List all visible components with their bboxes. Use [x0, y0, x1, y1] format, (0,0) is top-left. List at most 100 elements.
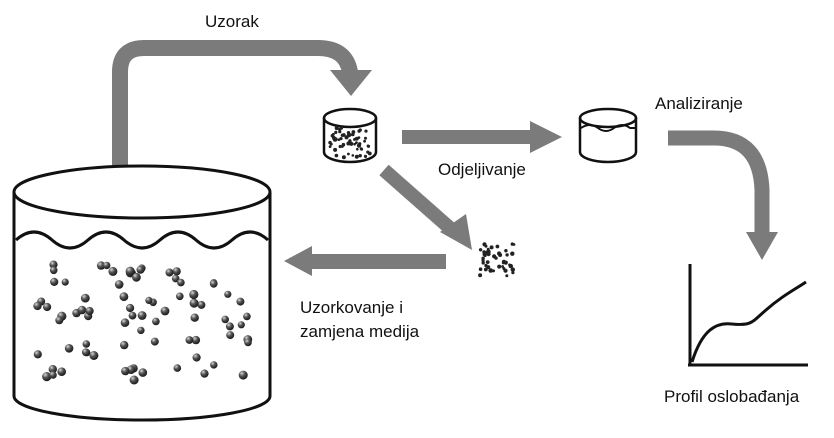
flow-arrow-icon: [308, 254, 446, 269]
particle: [510, 242, 514, 246]
particle: [358, 154, 362, 158]
particle: [103, 261, 111, 270]
particle: [129, 375, 139, 385]
arrow-vessel-to-sample: [112, 40, 372, 178]
flow-arrow-icon: [668, 130, 770, 236]
particle: [176, 292, 184, 301]
particle: [77, 305, 87, 315]
particle: [333, 136, 336, 140]
particle: [177, 278, 185, 287]
particle: [173, 364, 182, 372]
particle: [478, 273, 483, 278]
graph-release-curve: [690, 280, 807, 363]
particle: [138, 368, 148, 377]
particle: [42, 372, 52, 382]
label-sampling-and-replacement: Uzorkovanje i zamjena medija: [300, 296, 419, 344]
particle: [334, 130, 338, 134]
particle: [137, 311, 147, 320]
particle: [346, 131, 351, 135]
vessel-body: [12, 192, 272, 422]
particle: [172, 267, 181, 276]
particle: [125, 266, 135, 276]
particle: [497, 264, 502, 269]
arrow-head: [440, 214, 472, 250]
filtrate-container-body: [578, 118, 638, 164]
particle: [340, 133, 345, 137]
particle: [364, 136, 367, 140]
particle: [328, 145, 332, 149]
filtrate-container-rim: [578, 107, 638, 129]
particle: [351, 132, 355, 137]
particle: [508, 263, 511, 267]
label-sampling-line1: Uzorkovanje i: [300, 298, 403, 317]
arrow-head: [746, 232, 778, 260]
label-separation: Odjeljivanje: [438, 160, 526, 179]
particle: [225, 322, 234, 331]
particle: [359, 147, 363, 151]
particle: [503, 268, 508, 273]
sample-container-icon: [322, 107, 378, 164]
particle: [347, 152, 350, 156]
particle: [341, 155, 346, 160]
label-sampling-line2: zamjena medija: [300, 322, 420, 341]
particle: [501, 265, 504, 268]
particle: [81, 348, 90, 357]
arrow-residue-to-vessel: [284, 246, 446, 276]
sample-container-particles: [328, 126, 372, 160]
particle: [33, 350, 42, 359]
particle: [334, 153, 339, 158]
particle: [339, 126, 344, 130]
sample-container-rim: [322, 107, 378, 129]
particle: [363, 139, 366, 143]
particle: [481, 261, 485, 265]
particle: [348, 139, 352, 143]
particle: [190, 313, 199, 322]
particle: [357, 136, 361, 139]
particle: [33, 301, 42, 311]
particle: [108, 266, 118, 276]
particle: [486, 247, 490, 251]
particle: [126, 303, 135, 313]
particle: [505, 274, 509, 278]
particle: [210, 361, 218, 369]
particle: [366, 144, 370, 148]
particle: [236, 297, 245, 306]
particle: [328, 140, 332, 145]
particle: [50, 277, 59, 286]
particle: [82, 340, 91, 348]
particle: [189, 289, 199, 300]
particle: [119, 292, 129, 302]
particle: [355, 141, 358, 145]
particle-cluster-icon: [478, 242, 516, 278]
particle: [354, 154, 359, 159]
particle: [49, 260, 58, 269]
particle: [478, 267, 483, 272]
particle: [338, 144, 342, 149]
particle: [511, 271, 515, 275]
particle: [189, 298, 199, 308]
particle: [114, 280, 124, 289]
particle: [85, 306, 94, 316]
particle: [209, 279, 218, 288]
arrow-head: [284, 246, 312, 276]
particle: [367, 151, 372, 156]
filtrate-container-icon: [578, 107, 638, 164]
particle: [333, 147, 338, 152]
particle: [136, 265, 145, 274]
particle: [49, 266, 58, 275]
particle: [494, 256, 498, 260]
particle: [238, 370, 248, 380]
particle: [358, 142, 362, 146]
particle: [244, 338, 252, 347]
particle: [121, 366, 130, 376]
particle: [510, 267, 515, 272]
particle: [185, 336, 194, 344]
arrow-sample-to-filtrate: [402, 121, 562, 153]
arrow-head: [530, 121, 562, 153]
particle: [128, 311, 137, 320]
particle: [363, 154, 368, 158]
particle: [165, 268, 174, 277]
vessel-rim: [12, 164, 272, 220]
particle: [80, 293, 90, 303]
